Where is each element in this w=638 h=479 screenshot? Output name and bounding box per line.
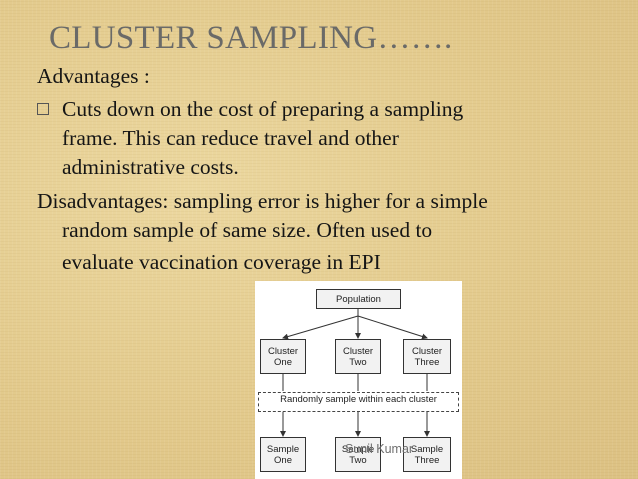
cluster-label: Cluster [342, 345, 374, 357]
random-sample-label: Randomly sample within each cluster [280, 394, 437, 405]
advantage-line-3: administrative costs. [62, 155, 239, 179]
cluster-label: Three [414, 356, 440, 368]
cluster-label: Two [349, 356, 367, 368]
author-footer: Sunil Kumar [345, 442, 414, 456]
cluster-label: Cluster [267, 345, 299, 357]
diagram-connectors [280, 308, 430, 437]
cluster-label: One [274, 356, 292, 368]
cluster-box: Cluster Three [403, 339, 451, 374]
sample-box: Sample Three [403, 437, 451, 472]
disadvantages-line-1: Disadvantages: sampling error is higher … [37, 189, 488, 213]
sample-label: Sample [410, 443, 444, 455]
sample-label: Sample [266, 443, 300, 455]
slide-title: CLUSTER SAMPLING……. [49, 20, 453, 56]
sample-label: Three [414, 454, 440, 466]
advantage-line-1: Cuts down on the cost of preparing a sam… [62, 97, 464, 121]
sample-box: Sample Two [335, 437, 381, 472]
sample-label: One [274, 454, 292, 466]
cluster-sampling-diagram: Population Cluster One Cluster Two Clust… [255, 281, 462, 479]
population-label: Population [336, 293, 381, 305]
disadvantages-line-3: evaluate vaccination coverage in EPI [62, 250, 381, 274]
cluster-box: Cluster Two [335, 339, 381, 374]
square-bullet-icon [37, 103, 49, 115]
random-sample-step: Randomly sample within each cluster [258, 392, 459, 412]
cluster-box: Cluster One [260, 339, 306, 374]
disadvantages-line-2: random sample of same size. Often used t… [62, 218, 433, 242]
sample-label: Sample [341, 443, 375, 455]
advantages-heading: Advantages : [37, 64, 150, 88]
cluster-label: Cluster [411, 345, 443, 357]
sample-box: Sample One [260, 437, 306, 472]
population-box: Population [316, 289, 401, 309]
advantage-line-2: frame. This can reduce travel and other [62, 126, 399, 150]
sample-label: Two [349, 454, 367, 466]
